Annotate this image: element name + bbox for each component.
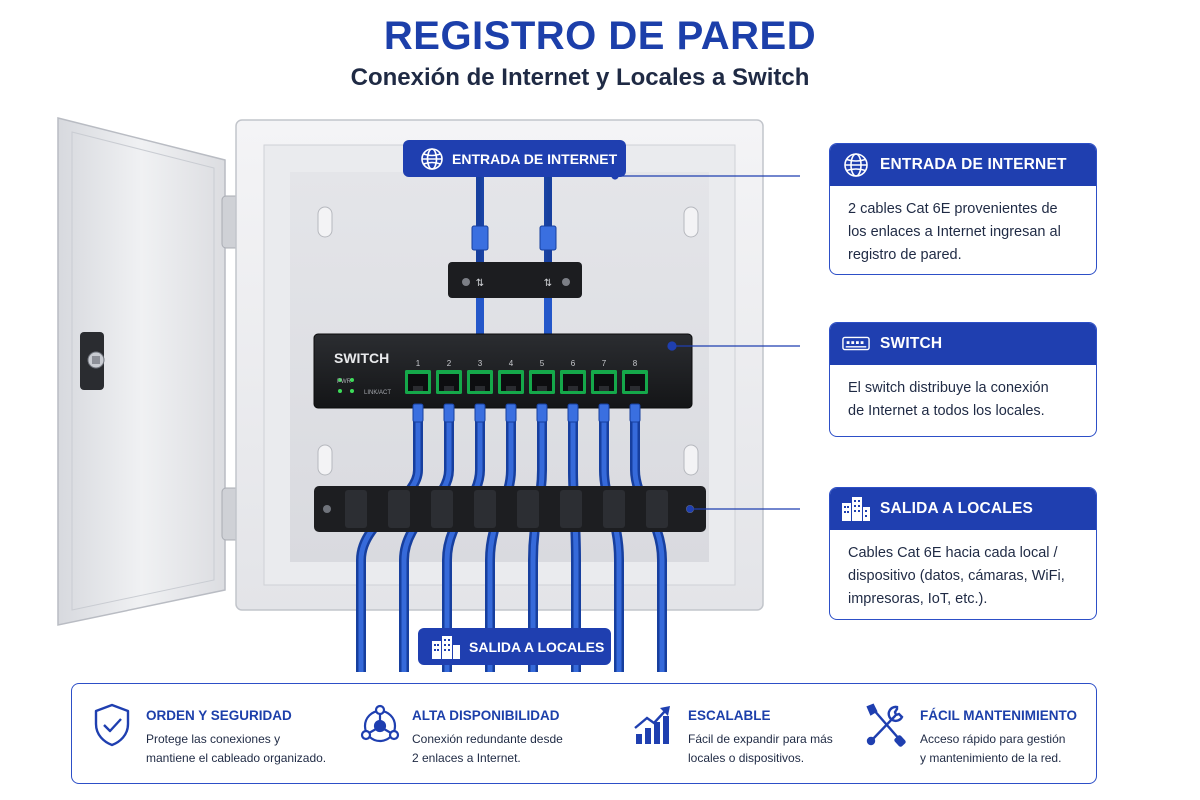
globe-icon xyxy=(842,151,870,179)
cable-organizer xyxy=(314,486,706,532)
globe-icon xyxy=(421,148,443,170)
port-number: 4 xyxy=(509,359,514,368)
switch-pwr-label: PWR xyxy=(337,379,352,385)
page-title: REGISTRO DE PARED xyxy=(383,14,817,58)
locales-exit-tag: SALIDA A LOCALES xyxy=(418,628,611,665)
feature-alta-disponibilidad: ALTA DISPONIBILIDAD Conexión redundante … xyxy=(358,684,608,783)
buildings-icon xyxy=(432,636,460,659)
switch-label: SWITCH xyxy=(334,350,389,366)
feature-escalable: ESCALABLE Fácil de expandir para más loc… xyxy=(632,684,852,783)
feature-description: Acceso rápido para gestión y mantenimien… xyxy=(920,732,1066,765)
feature-title: ALTA DISPONIBILIDAD xyxy=(412,708,560,723)
internet-tag-label: ENTRADA DE INTERNET xyxy=(452,151,618,167)
card-locales-title: SALIDA A LOCALES xyxy=(880,500,1034,517)
organizer-slot xyxy=(345,490,367,528)
cabinet-door xyxy=(57,117,241,626)
port-number: 2 xyxy=(447,359,452,368)
card-switch-title: SWITCH xyxy=(880,335,943,352)
page-subtitle: Conexión de Internet y Locales a Switch xyxy=(350,64,810,91)
network-switch: SWITCH PWR LINK/ACT 1 2 3 4 5 6 7 8 xyxy=(313,333,693,409)
internet-entry-tag: ENTRADA DE INTERNET xyxy=(403,140,626,177)
card-internet-title: ENTRADA DE INTERNET xyxy=(880,156,1067,173)
card-switch-header: SWITCH xyxy=(830,323,1096,365)
organizer-slot xyxy=(560,490,582,528)
organizer-slot xyxy=(517,490,539,528)
port-number: 5 xyxy=(540,359,545,368)
feature-description: Fácil de expandir para más locales o dis… xyxy=(688,732,833,765)
card-locales-header: SALIDA A LOCALES xyxy=(830,488,1096,530)
organizer-slot xyxy=(474,490,496,528)
features-strip: ORDEN Y SEGURIDAD Protege las conexiones… xyxy=(71,683,1097,784)
feature-title: ESCALABLE xyxy=(688,708,771,723)
wall-cabinet-illustration: ⇅ ⇅ SWITCH PWR LINK/ACT 1 2 3 4 5 6 7 8 xyxy=(57,117,800,672)
card-internet-header: ENTRADA DE INTERNET xyxy=(830,144,1096,186)
port-number: 8 xyxy=(633,359,638,368)
card-internet-entry: ENTRADA DE INTERNET 2 cables Cat 6E prov… xyxy=(829,143,1097,275)
shield-check-icon xyxy=(92,702,136,750)
leader-lines xyxy=(611,172,800,513)
port-number: 7 xyxy=(602,359,607,368)
port-number: 3 xyxy=(478,359,483,368)
organizer-slot xyxy=(603,490,625,528)
organizer-slot xyxy=(431,490,453,528)
growth-chart-icon xyxy=(632,702,676,750)
card-switch-text: El switch distribuye la conexión de Inte… xyxy=(848,380,1049,419)
port-number: 6 xyxy=(571,359,576,368)
feature-orden-seguridad: ORDEN Y SEGURIDAD Protege las conexiones… xyxy=(92,684,342,783)
card-switch: SWITCH El switch distribuye la conexión … xyxy=(829,322,1097,437)
svg-text:⇅: ⇅ xyxy=(544,278,552,289)
svg-text:⇅: ⇅ xyxy=(476,278,484,289)
organizer-slot xyxy=(388,490,410,528)
tools-icon xyxy=(864,702,908,750)
feature-description: Protege las conexiones y mantiene el cab… xyxy=(146,732,327,765)
switch-link-label: LINK/ACT xyxy=(364,390,391,396)
feature-description: Conexión redundante desde 2 enlaces a In… xyxy=(412,732,563,765)
feature-title: FÁCIL MANTENIMIENTO xyxy=(920,708,1077,723)
organizer-slot xyxy=(646,490,668,528)
locales-tag-label: SALIDA A LOCALES xyxy=(469,639,604,655)
port-number: 1 xyxy=(416,359,421,368)
network-hub-icon xyxy=(358,702,402,750)
card-locales-exit: SALIDA A LOCALES Cables Cat 6E hacia cad… xyxy=(829,487,1097,620)
card-locales-text: Cables Cat 6E hacia cada local / disposi… xyxy=(848,545,1065,607)
switch-icon xyxy=(842,330,870,358)
feature-title: ORDEN Y SEGURIDAD xyxy=(146,708,292,723)
card-internet-text: 2 cables Cat 6E provenientes de los enla… xyxy=(848,201,1061,263)
buildings-icon xyxy=(842,495,870,523)
cable-coupler: ⇅ ⇅ xyxy=(448,262,582,298)
feature-facil-mantenimiento: FÁCIL MANTENIMIENTO Acceso rápido para g… xyxy=(864,684,1089,783)
switch-ports: 1 2 3 4 5 6 7 8 xyxy=(405,359,648,394)
